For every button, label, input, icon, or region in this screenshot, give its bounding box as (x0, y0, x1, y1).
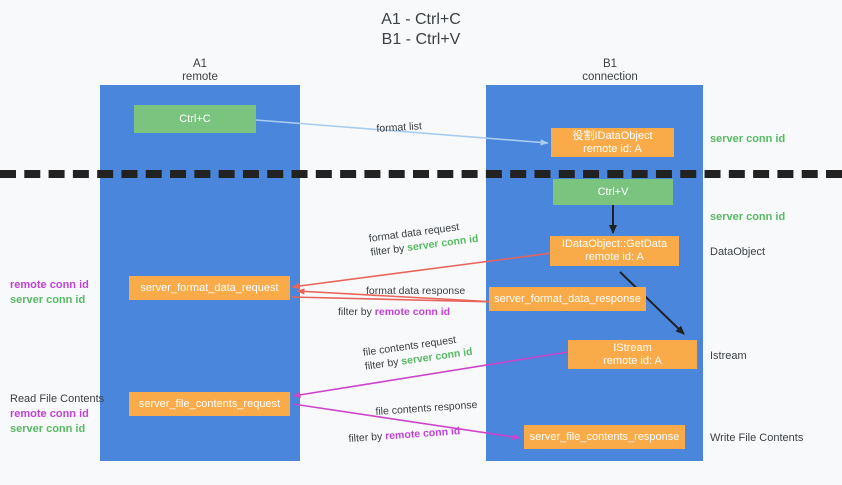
column-a1-sub: remote (182, 71, 218, 83)
box-istream[interactable]: IStream remote id: A (568, 340, 697, 369)
label-istream: Istream (710, 350, 747, 362)
label-server-conn-id-2: server conn id (10, 423, 86, 435)
label-write-file-contents: Write File Contents (710, 432, 804, 444)
arrow-label-format-data-request: format data request filter by server con… (368, 218, 479, 260)
page-title: A1 - Ctrl+C B1 - Ctrl+V (0, 10, 842, 50)
box-ctrl-c[interactable]: Ctrl+C (134, 105, 256, 133)
phase-divider (0, 170, 842, 178)
arrow-label-format-list: format list (376, 120, 423, 135)
label-remote-conn-id-1: remote conn id (10, 279, 89, 291)
box-server-file-contents-response-label: server_file_contents_response (529, 430, 680, 443)
box-ctrl-v[interactable]: Ctrl+V (553, 179, 673, 205)
label-server-conn-id-1: server conn id (10, 294, 86, 306)
arrow-label-file-contents-request: file contents request filter by server c… (362, 331, 473, 374)
box-getdata-line2: remote id: A (585, 251, 644, 263)
box-server-file-contents-request[interactable]: server_file_contents_request (129, 392, 290, 416)
fdresp-filter-prefix: filter by (338, 306, 375, 318)
arrow-label-file-contents-response-line2: filter by remote conn id (348, 424, 461, 446)
fdresp-filter-value: remote conn id (374, 306, 451, 318)
fcresp-filter-value: remote conn id (384, 425, 461, 443)
title-line-2: B1 - Ctrl+V (381, 31, 461, 48)
box-idataobject-getdata[interactable]: IDataObject::GetData remote id: A (550, 236, 679, 266)
box-server-format-data-request-label: server_format_data_request (140, 281, 279, 294)
label-server-conn-id-mid: server conn id (710, 211, 786, 223)
label-conn-id-group-bottom: Read File Contents remote conn id server… (10, 392, 104, 437)
box-ctrl-c-label: Ctrl+C (179, 112, 211, 125)
box-server-format-data-request[interactable]: server_format_data_request (129, 276, 290, 300)
column-a1-name: A1 (192, 58, 208, 70)
box-idataobject-line2: remote id: A (583, 142, 642, 155)
label-read-file-contents: Read File Contents (10, 393, 105, 405)
box-server-format-data-response[interactable]: server_format_data_response (489, 287, 646, 311)
arrow-label-file-contents-response-line1: file contents response (375, 398, 478, 418)
fcresp-filter-prefix: filter by (348, 430, 386, 445)
arrow-label-format-data-response-line2: filter by remote conn id (338, 305, 450, 319)
box-server-file-contents-request-label: server_file_contents_request (138, 397, 281, 410)
box-server-format-data-response-label: server_format_data_response (494, 292, 641, 305)
title-line-1: A1 - Ctrl+C (381, 11, 461, 28)
box-idataobject-line1: 役割IDataObject (572, 129, 653, 142)
column-header-a1: A1 remote (120, 58, 280, 84)
box-getdata-line1: IDataObject::GetData (561, 238, 668, 250)
column-b1-name: B1 (602, 58, 618, 70)
box-server-file-contents-response[interactable]: server_file_contents_response (524, 425, 685, 449)
box-ctrl-v-label: Ctrl+V (597, 185, 629, 198)
fdr-filter-prefix: filter by (369, 242, 408, 259)
column-header-b1: B1 connection (530, 58, 690, 84)
fcr-filter-prefix: filter by (364, 355, 403, 373)
box-istream-line1: IStream (613, 341, 652, 354)
label-remote-conn-id-2: remote conn id (10, 408, 89, 420)
column-b1-sub: connection (582, 71, 638, 83)
label-conn-id-group-top: remote conn id server conn id (10, 278, 89, 308)
label-dataobject: DataObject (710, 246, 766, 258)
box-istream-line2: remote id: A (603, 354, 662, 367)
arrow-label-format-data-response-line1: format data response (366, 285, 466, 297)
label-server-conn-id-top: server conn id (710, 133, 786, 145)
box-idataobject[interactable]: 役割IDataObject remote id: A (551, 128, 674, 157)
